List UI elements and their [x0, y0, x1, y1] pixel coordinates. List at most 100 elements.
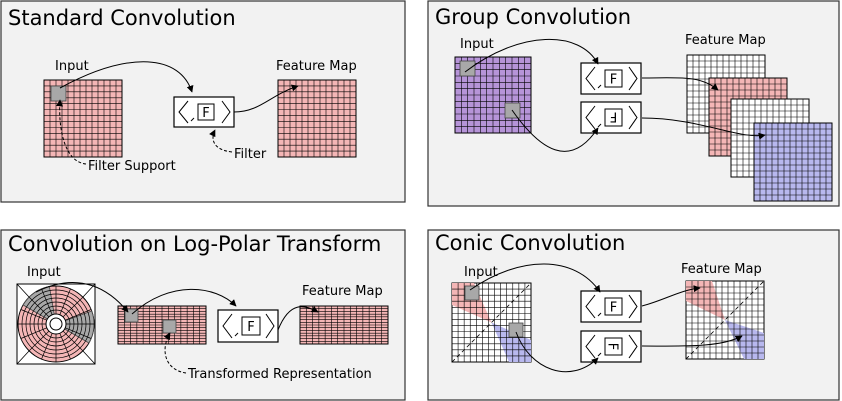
transformed-pointer: [163, 332, 187, 374]
comma-mark: [597, 312, 602, 317]
transform-to-filter-arrow: [131, 288, 237, 315]
grid-lines: [300, 306, 388, 344]
panel-title: Conic Convolution: [435, 231, 625, 255]
comma-mark: [234, 332, 239, 337]
left-angle-bracket: [585, 294, 596, 319]
right-angle-bracket: [628, 294, 638, 319]
filter-box-2: F: [580, 101, 642, 134]
filter-box-2: F: [580, 330, 642, 363]
filter-pointer: [209, 129, 233, 153]
panel-title: Convolution on Log-Polar Transform: [8, 232, 381, 256]
glyph-frame: [604, 337, 623, 356]
filter-box-1: F: [580, 290, 642, 323]
filter1-to-feature-arrow: [641, 77, 719, 91]
glyph-frame: [604, 108, 623, 127]
glyph-frame: [604, 297, 623, 316]
filter-support-patch: [508, 322, 524, 338]
input-to-filter-arrow: [59, 61, 194, 93]
filter-frame: [580, 101, 642, 134]
input-grid: [454, 56, 532, 134]
grid-lines: [754, 123, 832, 201]
filter-support-pointer: [56, 99, 87, 165]
polar-input-image: [16, 283, 96, 365]
grid-lines: [455, 57, 531, 133]
filter-support-patch: [459, 60, 476, 77]
conic-diagonal: [685, 280, 765, 360]
input-grid: [451, 282, 532, 363]
input-to-filter1-arrow: [464, 38, 599, 73]
right-angle-bracket: [628, 66, 638, 91]
filter-support-patch: [50, 85, 67, 102]
input-to-transform-arrow: [35, 282, 129, 313]
filter-label: Filter: [234, 147, 267, 162]
feature-map-grid: [299, 305, 389, 345]
right-angle-bracket: [628, 105, 638, 130]
grid-lines: [452, 283, 531, 362]
input-label: Input: [55, 59, 89, 74]
feature-map-grid: [685, 280, 765, 360]
panel-title: Standard Convolution: [8, 6, 236, 30]
left-angle-bracket: [178, 100, 189, 124]
input-to-filter2-arrow: [515, 331, 599, 373]
feature-map-label: Feature Map: [685, 33, 766, 48]
panel-standard-convolution: Standard Convolution Input Feature Map F…: [0, 0, 406, 203]
feature-map-label: Feature Map: [302, 284, 383, 299]
filter-glyph: F: [247, 320, 254, 335]
polar-corner-lines: [16, 283, 96, 365]
polar-wedge-2: [64, 310, 95, 344]
left-angle-bracket: [585, 105, 596, 130]
input-to-filter1-arrow: [469, 263, 601, 293]
filter-glyph: F: [610, 109, 617, 124]
polar-spokes: [18, 286, 94, 362]
conic-region-lower: [725, 320, 764, 359]
panel-conic-convolution: Conic Convolution Input Feature Map FF: [427, 229, 840, 401]
grid-lines: [44, 80, 122, 157]
feature-map-label: Feature Map: [276, 59, 357, 74]
right-angle-bracket: [265, 313, 275, 339]
filter1-to-feature-arrow: [641, 285, 701, 307]
comma-mark: [597, 123, 602, 128]
left-angle-bracket: [585, 334, 596, 359]
filter-to-feature-arrow: [233, 84, 299, 113]
filter2-to-feature-arrow: [641, 117, 766, 140]
transformed-representation-label: Transformed Representation: [187, 367, 372, 382]
panel-title: Group Convolution: [435, 5, 631, 29]
right-angle-bracket: [628, 334, 638, 359]
filter-support-label: Filter Support: [88, 159, 176, 174]
filter2-to-feature-arrow: [641, 335, 743, 347]
input-label: Input: [464, 265, 498, 280]
filter-to-feature-arrow: [277, 305, 319, 331]
filter-support-patch: [464, 285, 480, 301]
comma-mark: [597, 352, 602, 357]
grid-lines: [686, 281, 764, 359]
filter-glyph: F: [610, 301, 617, 316]
filter-box: F: [173, 96, 235, 128]
filter-box-1: F: [580, 62, 642, 95]
grid-lines: [278, 80, 356, 157]
left-angle-bracket: [222, 313, 233, 339]
right-angle-bracket: [221, 100, 231, 124]
grid-background: [753, 122, 833, 202]
grid-background: [277, 79, 357, 158]
filter-glyph: F: [202, 106, 209, 121]
left-angle-bracket: [585, 66, 596, 91]
panel-log-polar-convolution: Convolution on Log-Polar Transform Input…: [0, 229, 406, 401]
filter-support-patch: [162, 319, 177, 334]
glyph-frame: [604, 69, 623, 88]
conic-region-lower: [491, 322, 531, 362]
polar-center: [49, 317, 63, 331]
comma-mark: [597, 84, 602, 89]
input-grid: [43, 79, 123, 158]
input-label: Input: [460, 37, 494, 52]
panel-group-convolution: Group Convolution Input Feature Map F F: [427, 0, 840, 207]
glyph-frame: [197, 103, 215, 121]
input-to-filter2-arrow: [511, 109, 599, 152]
filter-glyph: F: [605, 343, 620, 350]
transformed-grid: [117, 305, 207, 345]
comma-mark: [190, 117, 195, 122]
conic-region-upper: [452, 283, 492, 323]
input-label: Input: [27, 265, 61, 280]
filter-glyph: F: [610, 73, 617, 88]
conic-diagonal: [451, 282, 532, 363]
